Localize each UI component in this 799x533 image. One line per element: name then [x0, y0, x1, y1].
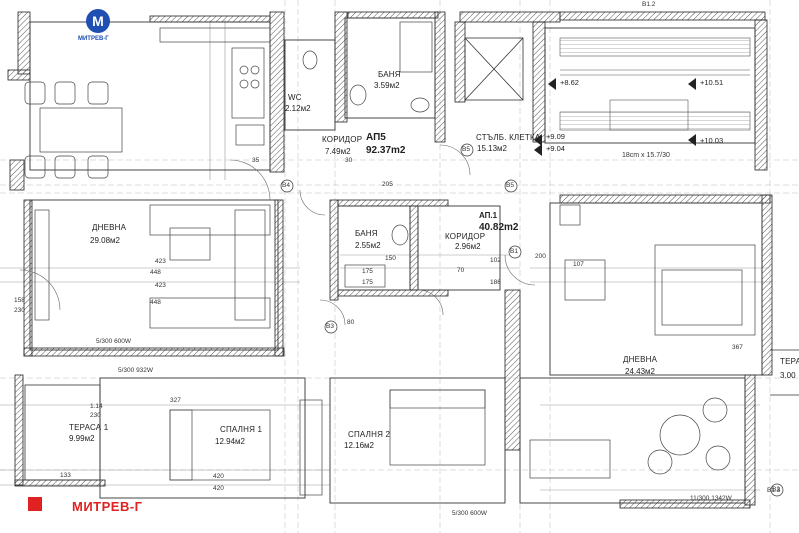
dimension-value: 175: [362, 268, 373, 275]
dimension-value: 423: [155, 258, 166, 265]
room-name: ДНЕВНА: [92, 223, 127, 232]
room-area: 3.00: [780, 371, 796, 380]
side-mark: 1.14: [90, 403, 103, 410]
dimension-value: 102: [490, 257, 501, 264]
room-area: 12.16м2: [344, 441, 374, 450]
svg-text:М: М: [92, 13, 104, 29]
room-name: WC: [288, 93, 302, 102]
room-name: СПАЛНЯ 1: [220, 425, 263, 434]
staircase: [559, 37, 751, 131]
level-mark: +10.03: [700, 136, 724, 145]
room-name: ДНЕВНА: [623, 355, 658, 364]
level-mark: +8.62: [560, 78, 579, 87]
wall-note: 5/300 600W: [96, 338, 132, 345]
axis-bubbles: [280, 143, 784, 497]
dimension-value: 367: [732, 344, 743, 351]
room-name: БАНЯ: [355, 229, 378, 238]
side-mark: B1.2: [642, 1, 656, 8]
apartment-area: 92.37m2: [366, 145, 406, 156]
axis-marker: B3: [326, 323, 334, 330]
beds: [169, 389, 486, 496]
dining-table: [24, 81, 123, 179]
dimension-value: 327: [170, 397, 181, 404]
room-name: КОРИДОР: [445, 232, 486, 241]
stair-note: 18cm х 15.7/30: [622, 152, 670, 159]
wall-note: 5/300 932W: [118, 367, 154, 374]
room-area: 2.55м2: [355, 241, 381, 250]
axis-marker: B4: [282, 182, 290, 189]
side-mark: 230: [14, 307, 25, 314]
kitchen: [159, 27, 271, 146]
room-area: 12.94м2: [215, 437, 245, 446]
room-area: 24.43м2: [625, 367, 655, 376]
room-name: СТЪЛБ. КЛЕТКА: [476, 133, 541, 142]
side-mark: 230: [90, 412, 101, 419]
room-area: 3.59м2: [374, 81, 400, 90]
level-markers: [534, 78, 696, 156]
living-furniture-right: [529, 244, 756, 479]
dimension-value: 80: [347, 319, 355, 326]
dimension-value: 420: [213, 473, 224, 480]
room-area: 15.13м2: [477, 144, 507, 153]
dimension-value: 30: [345, 157, 353, 164]
axis-marker: B5: [462, 146, 470, 153]
dimension-value: 448: [150, 299, 161, 306]
axis-marker: B2: [772, 486, 780, 493]
dimension-value: 448: [150, 269, 161, 276]
apartment-label: АП.1: [479, 211, 498, 220]
brand-square-icon: [28, 497, 42, 511]
dimension-value: 35: [252, 157, 260, 164]
side-mark: B1.3: [767, 487, 781, 494]
wall-note: 5/300 600W: [452, 510, 488, 517]
room-name: ТЕРАСА: [780, 357, 799, 366]
dimension-value: 420: [213, 485, 224, 492]
room-area: 7.49м2: [325, 147, 351, 156]
room-area: 2.96м2: [455, 242, 481, 251]
level-mark: +10.51: [700, 78, 724, 87]
room-area: 9.99м2: [69, 434, 95, 443]
living-furniture-left: [34, 204, 271, 329]
interior-lines: [29, 17, 763, 504]
brand-watermark: МИТРЕВ-Г: [72, 499, 143, 514]
level-mark: +9.04: [546, 144, 565, 153]
apartment-label: АП5: [366, 132, 386, 143]
dimension-value: 175: [362, 279, 373, 286]
side-mark: 158: [14, 297, 25, 304]
axis-marker: B1: [510, 248, 518, 255]
elevator-shaft: [464, 37, 524, 101]
dimension-value: 150: [385, 255, 396, 262]
dimension-value: 200: [535, 253, 546, 260]
dimension-value: 133: [60, 472, 71, 479]
apartment-area: 40.82m2: [479, 222, 519, 233]
bath-fixtures: [302, 21, 581, 288]
dimension-value: 70: [457, 267, 465, 274]
terrace-outline: [24, 349, 799, 481]
room-name: ТЕРАСА 1: [69, 423, 109, 432]
dimension-ticks: [0, 20, 770, 491]
dimension-value: 186: [490, 279, 501, 286]
room-name: СПАЛНЯ 2: [348, 430, 391, 439]
room-area: 29.08м2: [90, 236, 120, 245]
logo-caption: МИТРЕВ-Г: [78, 36, 109, 42]
door-swings: [19, 144, 536, 326]
room-area: 2.12м2: [285, 104, 311, 113]
level-mark: +9.09: [546, 132, 565, 141]
dimension-value: 107: [573, 261, 584, 268]
company-logo: М: [86, 9, 110, 33]
dimension-value: 205: [382, 181, 393, 188]
room-name: БАНЯ: [378, 70, 401, 79]
wall-note: 11/300 1342W: [690, 495, 732, 502]
axis-marker: B5: [506, 182, 514, 189]
walls: [7, 11, 773, 509]
room-name: КОРИДОР: [322, 135, 363, 144]
dimension-value: 423: [155, 282, 166, 289]
